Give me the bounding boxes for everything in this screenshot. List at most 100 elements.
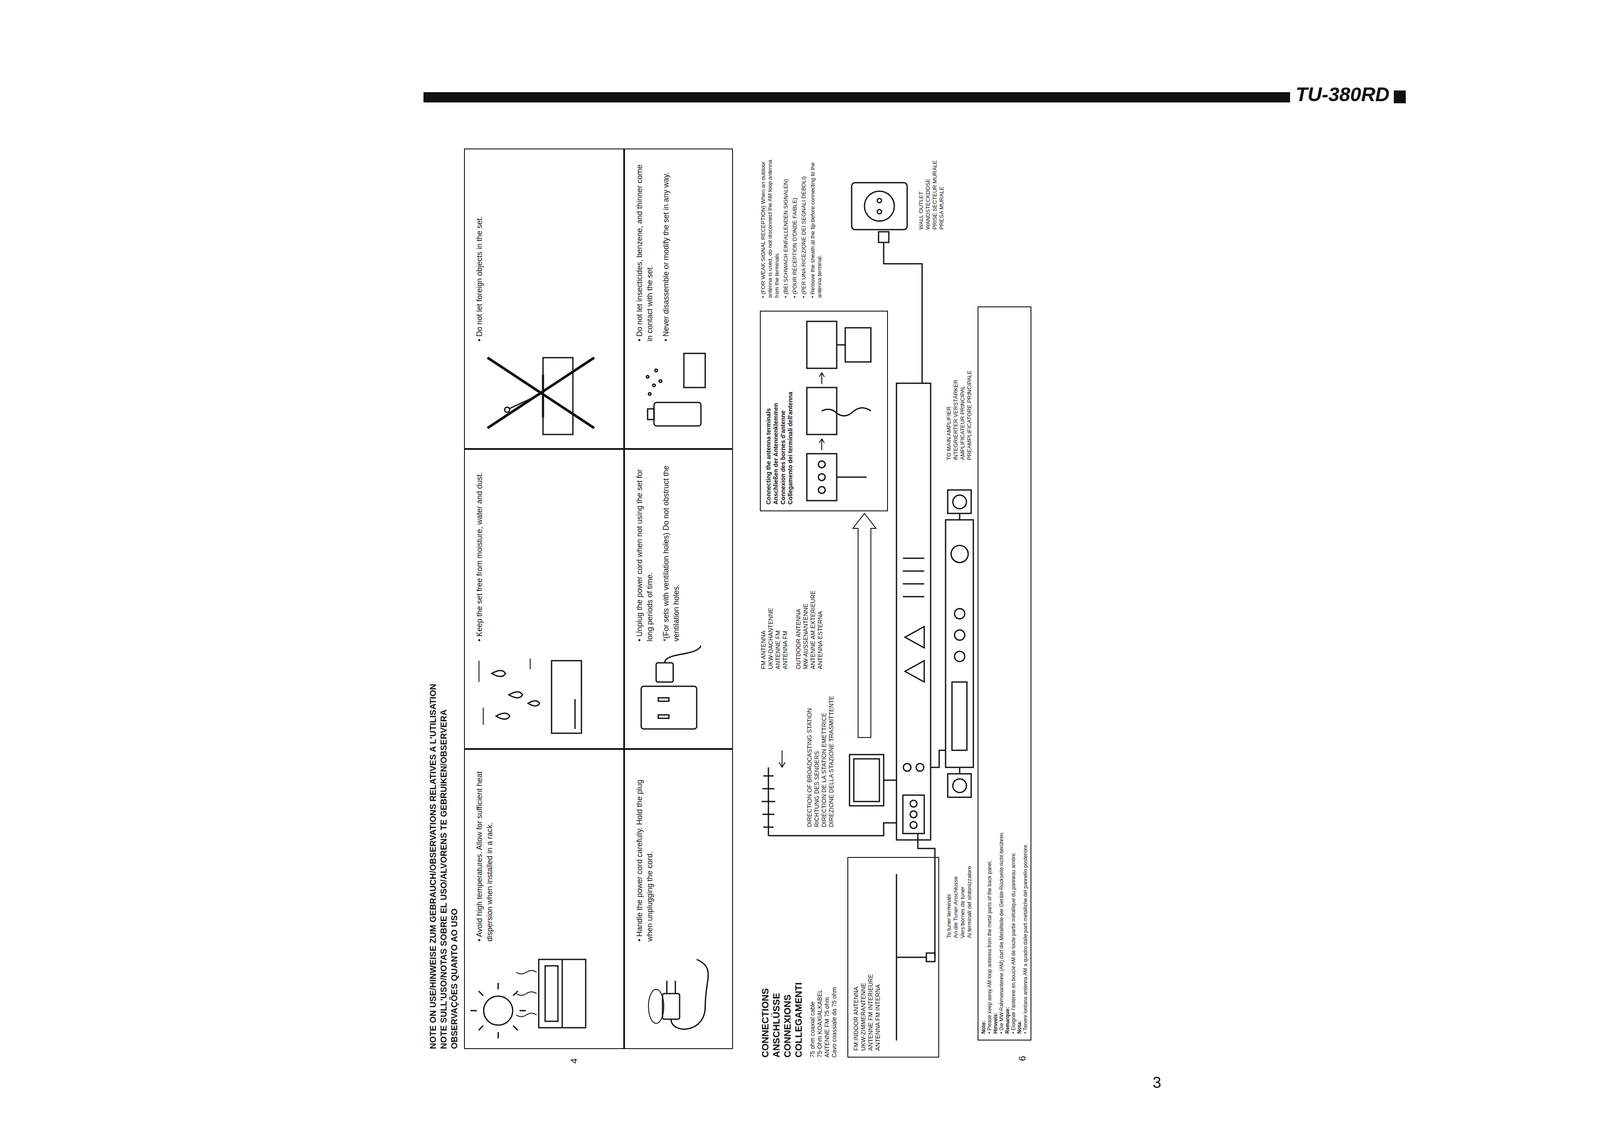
equipment-label: TO MAIN AMPLIFIER xyxy=(945,406,953,461)
outlet-label: PRESA MURALE xyxy=(938,186,946,230)
antenna-label: ANTENNE FM xyxy=(774,630,782,670)
amplifier-part xyxy=(954,608,965,619)
amplifier-part xyxy=(947,490,972,514)
antenna-label: FM ANTENNA xyxy=(759,630,768,670)
tuner-rear-panel-part xyxy=(902,557,925,560)
caution-cell: • Keep the set free from moisture, water… xyxy=(464,449,625,750)
direction-label: RICHTUNG DES SENDERS xyxy=(813,751,821,828)
outdoor-antenna-part xyxy=(761,801,776,803)
power-cord-illustration-part xyxy=(648,989,664,1024)
instruction-box-text: Connecting the antenna terminals xyxy=(764,317,773,505)
outlet-label: WALL OUTLET xyxy=(917,191,925,230)
amplifier xyxy=(945,490,974,798)
am-loop-antenna-part xyxy=(853,759,880,802)
antenna-label: ANTENNE AM EXTERIEURE xyxy=(809,590,817,670)
instruction-box-text: Anschließen der Antennenklemmen xyxy=(772,317,780,505)
outdoor-antenna-part xyxy=(762,788,775,790)
spray-illustration-part xyxy=(654,402,701,427)
tuner-rear-panel-part xyxy=(930,750,946,768)
terminal-steps-part xyxy=(819,372,825,385)
heat-illustration-part xyxy=(483,996,513,1026)
amplifier-part xyxy=(959,767,961,774)
note-box-text: • Tenere lontana antenna AM a quadro dal… xyxy=(1022,313,1029,1034)
direction-label: DIRECTION DE LA STATION EMETTRICE xyxy=(820,712,828,828)
outlet-illustration-part xyxy=(658,697,669,702)
connection-label: Vers bornes de tuner xyxy=(959,886,967,939)
terminal-steps-part xyxy=(806,453,837,501)
tuner-rear-panel-part xyxy=(905,660,925,683)
caution-cell-text: • Keep the set free from moisture, water… xyxy=(474,459,485,642)
heat-illustration-part xyxy=(516,970,537,1017)
tuner-rear-panel-part xyxy=(902,596,925,598)
foreign-object-illustration-part xyxy=(487,357,595,429)
power-cord-illustration-part xyxy=(666,981,668,994)
terminal-steps-part xyxy=(836,344,846,346)
note-box-text: Hinweis: xyxy=(992,313,999,1034)
caution-cell-text: • Do not let insecticides, benzene, and … xyxy=(634,158,655,342)
page-number: 6 xyxy=(1016,1056,1028,1062)
foreign-object-illustration-part xyxy=(504,407,510,413)
section-heading: OBSERVAÇÕES QUANTO AO USO xyxy=(449,908,460,1050)
outdoor-antenna-part xyxy=(763,775,774,777)
instruction-box-text: Connexion des bornes d'antenne xyxy=(779,317,787,505)
moisture-illustration-part xyxy=(574,699,576,730)
terminal-steps-part xyxy=(818,486,826,494)
amplifier-part xyxy=(952,495,967,509)
heat-illustration-part xyxy=(478,1025,484,1031)
tuner-rear-panel xyxy=(896,383,946,841)
tuner-rear-panel-part xyxy=(910,811,917,818)
section-heading: CONNEXIONS xyxy=(782,994,794,1058)
am-loop-antenna-part xyxy=(883,779,897,782)
instruction-box-text: Collegamento dei terminali dell'antenna xyxy=(786,317,795,505)
amplifier-part xyxy=(954,630,965,641)
heat-illustration-part xyxy=(538,959,586,1028)
instruction-text: • (BEI SCHWACH EINFALLENDEN SIGNALEN) xyxy=(782,150,790,298)
antenna-box-text: FM INDOOR ANTENNA xyxy=(852,864,860,1052)
indoor-antenna-part xyxy=(896,957,927,959)
illustration-layer xyxy=(423,143,736,1067)
heat-illustration-part xyxy=(470,1010,477,1012)
heat-illustration xyxy=(470,959,586,1039)
note-box-text: Note: xyxy=(980,313,987,1034)
section-heading: CONNECTIONS xyxy=(759,988,771,1058)
connection-label: To tuner terminals xyxy=(945,894,953,939)
moisture-illustration-part xyxy=(551,660,582,734)
power-cord-part xyxy=(877,198,882,203)
terminal-steps xyxy=(806,321,871,501)
instruction-text: • (POUR RECEPTION D'ONDE FAIBLE) xyxy=(791,150,799,298)
tuner-rear-panel-part xyxy=(903,763,911,772)
spray-illustration-part xyxy=(646,375,649,379)
power-cord-part xyxy=(877,209,882,214)
instruction-text: • (PER UNA RICEZIONE DEI SEGNALI DEBOLI) xyxy=(800,150,808,298)
connection-label: An die Tuner-Anschlüsse xyxy=(952,876,960,939)
amplifier-part xyxy=(951,545,969,563)
outlet-illustration xyxy=(641,645,701,730)
antenna-box-text: ANTENNA FM INTERNA xyxy=(874,864,882,1052)
amplifier-part xyxy=(945,519,974,768)
section-heading: ANSCHLÜSSE xyxy=(770,992,783,1058)
equipment-label: PREAMPLIFICATORE PRINCIPALE xyxy=(966,370,973,461)
antenna-label: MW-AUSSENANTENNE xyxy=(802,603,810,670)
page-panel: CONNECTIONSANSCHLÜSSECONNEXIONSCOLLEGAME… xyxy=(755,143,1038,1067)
instruction-text: • (FOR WEAK SIGNAL RECEPTION) When an ou… xyxy=(759,150,781,298)
section-heading: COLLEGAMENTI xyxy=(793,982,805,1058)
power-cord-part xyxy=(851,182,908,230)
terminal-steps-part xyxy=(806,321,837,369)
heat-illustration-part xyxy=(478,991,484,996)
antenna-label: OUTDOOR ANTENNA xyxy=(794,608,803,670)
spray-illustration-part xyxy=(654,369,658,372)
power-cord-part xyxy=(883,242,923,384)
tuner-rear-panel-part xyxy=(910,821,917,829)
outdoor-antenna-part xyxy=(762,814,775,816)
spray-illustration-part xyxy=(652,384,656,387)
caution-cell-text: • Never disassemble or modify the set in… xyxy=(660,158,672,342)
outlet-label: WANDSTECKDOSE xyxy=(924,178,932,230)
outdoor-antenna-part xyxy=(779,750,786,768)
caution-cell: • Avoid high temperatures. Allow for suf… xyxy=(464,749,625,1050)
tuner-rear-panel-part xyxy=(896,383,931,841)
power-cord-illustration xyxy=(648,959,709,1030)
spray-illustration-part xyxy=(659,379,662,383)
section-heading: NOTE ON USE/HINWEISE ZUM GEBRAUCH/OBSERV… xyxy=(427,683,439,1050)
am-loop-antenna-part xyxy=(852,513,876,738)
